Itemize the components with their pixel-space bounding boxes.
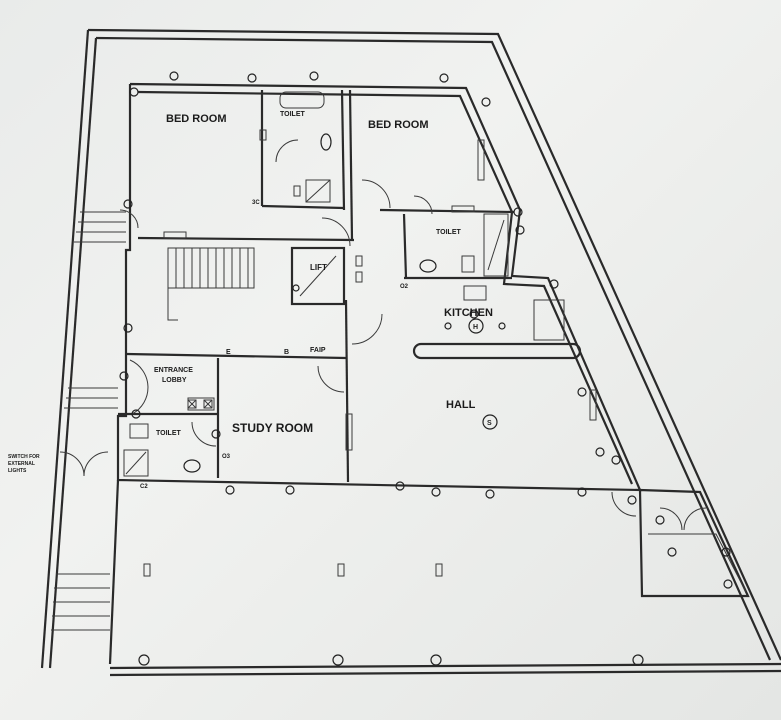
label-code-c2: C2 [140,484,148,490]
fixtures [123,91,597,477]
label-bedroom-left: BED ROOM [166,113,227,125]
room-labels: BED ROOM BED ROOM TOILET TOILET TOILET L… [154,111,493,437]
label-code-o2: O2 [400,284,409,290]
label-code-o3: O3 [222,454,231,460]
note-switch-line1: SWITCH FOR [8,454,40,460]
label-kitchen: KITCHEN [444,307,493,319]
note-switch-line2: EXTERNAL [8,461,35,467]
label-hall: HALL [446,399,476,411]
label-hob-h: H [473,324,478,331]
outer-boundary [40,28,781,677]
label-entrance-line1: ENTRANCE [154,367,193,374]
doors [59,139,707,531]
label-lift: LIFT [310,263,327,272]
label-socket-s: S [487,420,492,427]
label-faip: FAIP [310,347,326,354]
building-walls [108,82,750,665]
annotations: SWITCH FOR EXTERNAL LIGHTS FAIP B E S H … [8,200,492,490]
label-bedroom-right: BED ROOM [368,119,429,131]
electrical-symbols [119,71,733,666]
label-toilet-right: TOILET [436,229,461,236]
label-code-3c: 3C [252,200,260,206]
label-toilet-bottom: TOILET [156,430,181,437]
label-box-e: E [226,349,231,356]
label-toilet-top: TOILET [280,111,305,118]
label-box-b: B [284,349,289,356]
note-switch-line3: LIGHTS [8,468,27,474]
label-entrance-line2: LOBBY [162,377,187,384]
label-study-room: STUDY ROOM [232,421,313,435]
